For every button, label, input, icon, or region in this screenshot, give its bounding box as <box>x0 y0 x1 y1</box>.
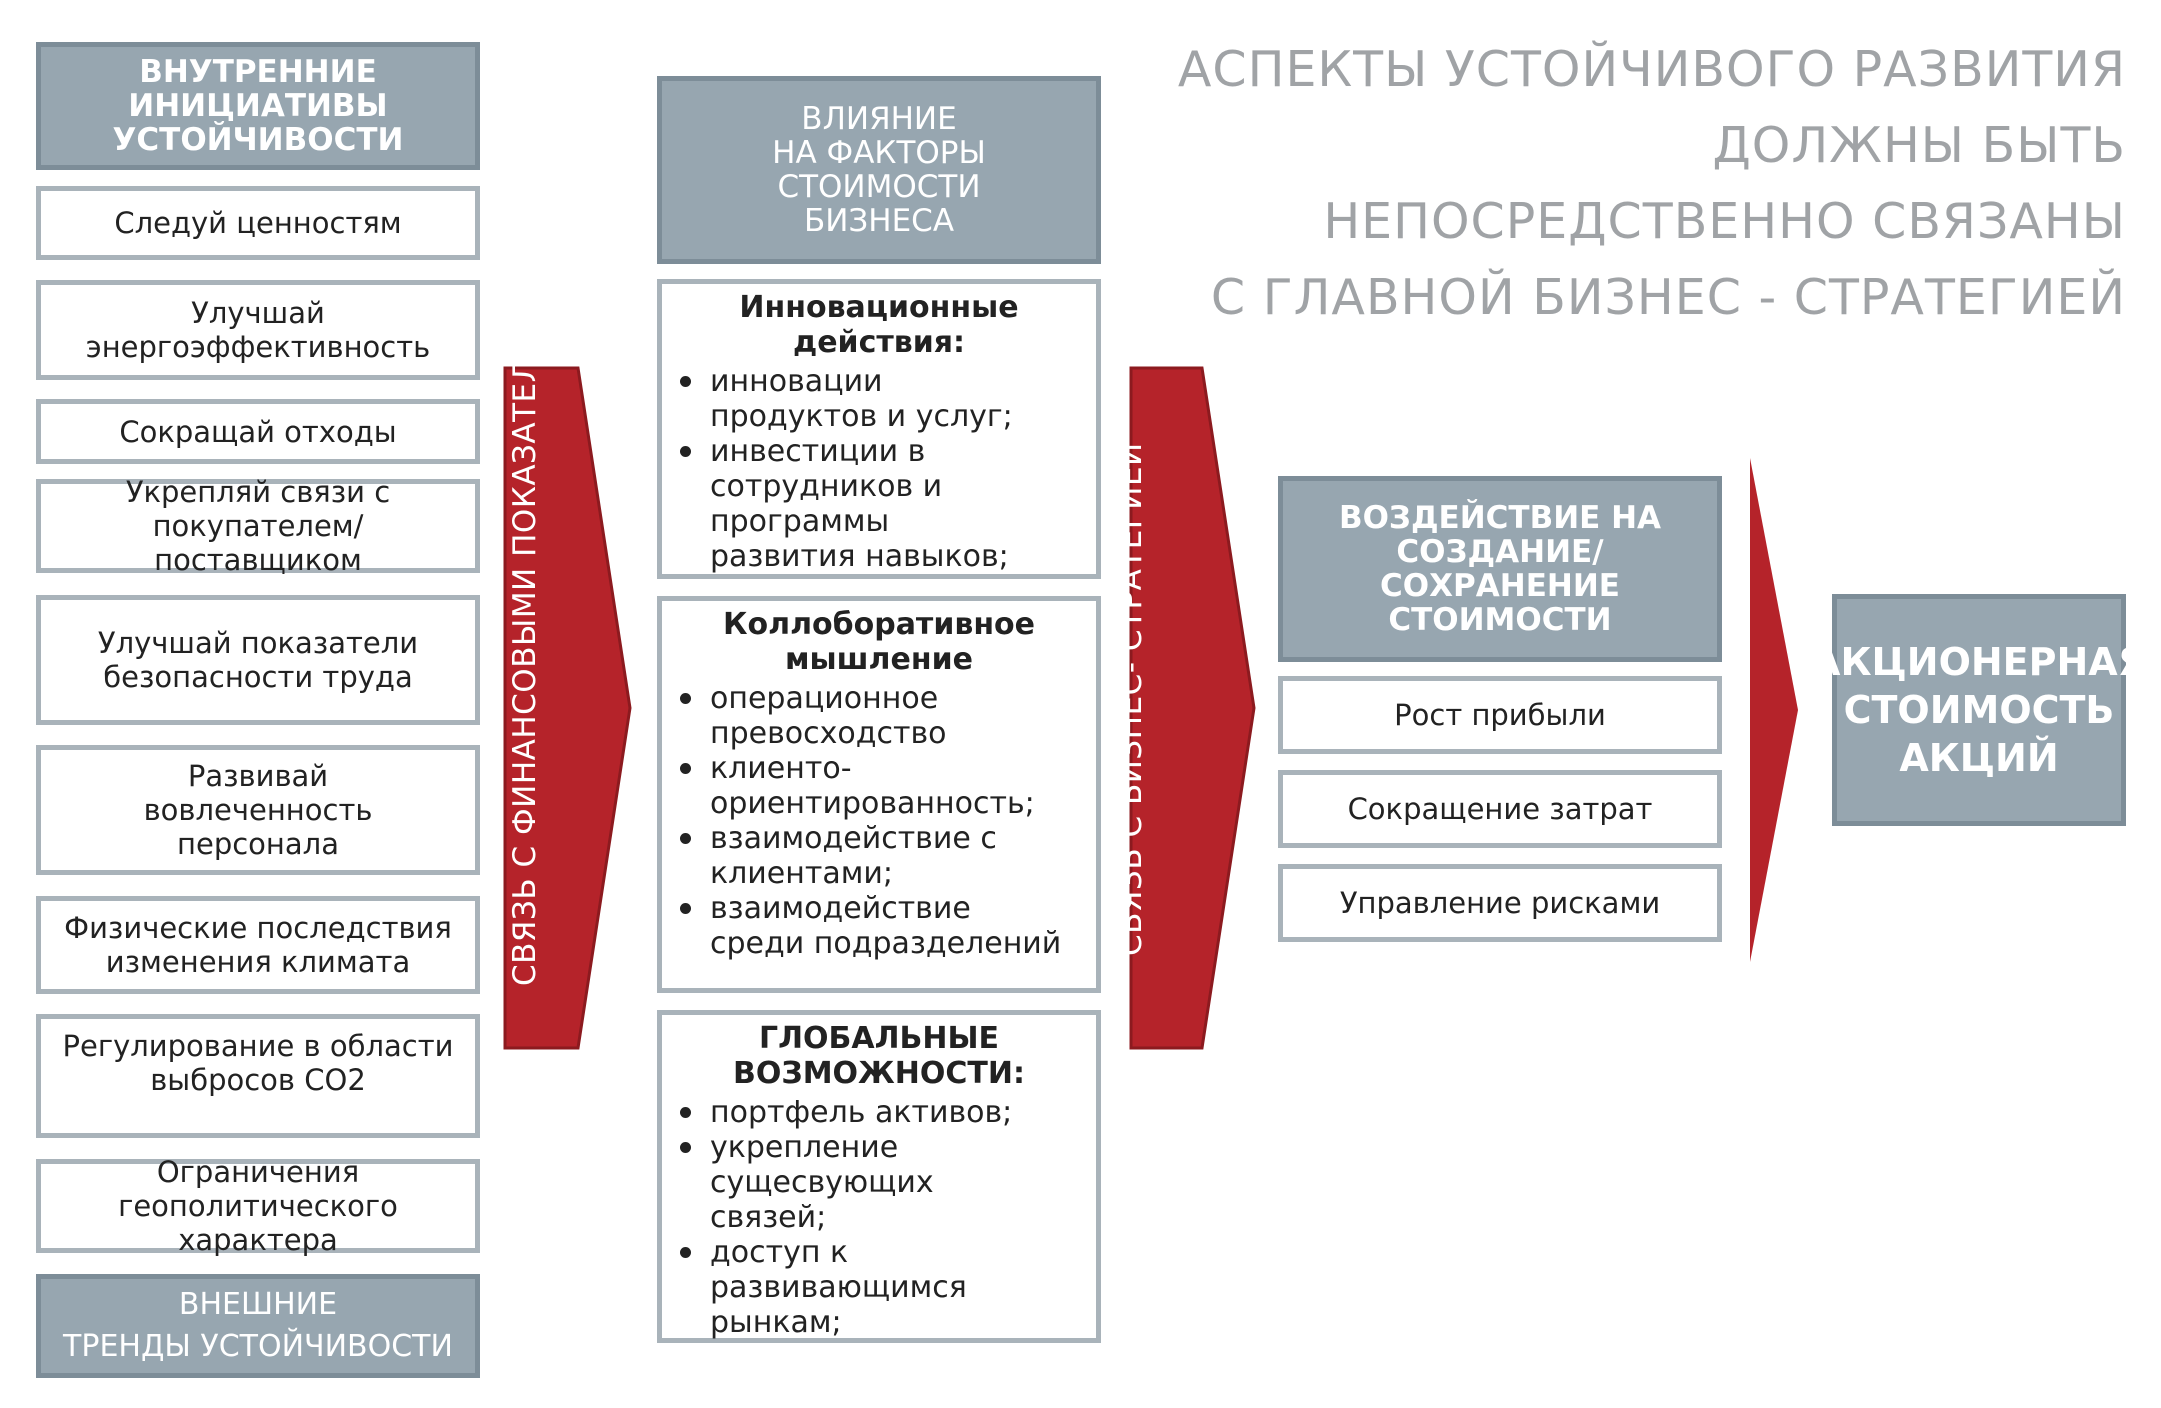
bullet-icon <box>680 903 691 914</box>
group-collaborative-title: Коллоборативное мышление <box>722 607 1036 677</box>
arrow-financial-label: СВЯЗЬ С ФИНАНСОВЫМИ ПОКАЗАТЕЛЯМИ <box>507 285 543 986</box>
list-item: клиенто- ориентированность; <box>680 751 1082 821</box>
left-item-safety: Улучшай показатели безопасности труда <box>36 595 480 725</box>
left-item-waste: Сокращай отходы <box>36 399 480 464</box>
internal-initiatives-header: ВНУТРЕННИЕ ИНИЦИАТИВЫ УСТОЙЧИВОСТИ <box>36 42 480 170</box>
external-trends-footer: ВНЕШНИЕ ТРЕНДЫ УСТОЙЧИВОСТИ <box>36 1274 480 1378</box>
group-innovation: Инновационные действия: инновации продук… <box>657 279 1101 579</box>
bullet-icon <box>680 1107 691 1118</box>
list-item: взаимодействие среди подразделений <box>680 891 1082 961</box>
group-global: ГЛОБАЛЬНЫЕ ВОЗМОЖНОСТИ: портфель активов… <box>657 1010 1101 1343</box>
bullet-icon <box>680 1247 691 1258</box>
value-drivers-header: ВЛИЯНИЕ НА ФАКТОРЫ СТОИМОСТИ БИЗНЕСА <box>657 76 1101 264</box>
list-item: укрепление сущесвующих связей; <box>680 1130 1082 1235</box>
list-item: инновации продуктов и услуг; <box>680 364 1082 434</box>
value-item-profit: Рост прибыли <box>1278 676 1722 754</box>
left-item-relations: Укрепляй связи с покупателем/ поставщико… <box>36 475 480 577</box>
value-item-costs: Сокращение затрат <box>1278 770 1722 848</box>
group-collaborative: Коллоборативное мышление операционное пр… <box>657 596 1101 993</box>
left-item-values: Следуй ценностям <box>36 186 480 260</box>
value-impact-header: ВОЗДЕЙСТВИЕ НА СОЗДАНИЕ/ СОХРАНЕНИЕ СТОИ… <box>1278 476 1722 662</box>
left-item-co2: Регулирование в области выбросов СО2 <box>36 1014 480 1138</box>
title-line-2: ДОЛЖНЫ БЫТЬ <box>1712 117 2126 174</box>
list-item: инвестиции в сотрудников и программы раз… <box>680 434 1082 574</box>
group-global-title: ГЛОБАЛЬНЫЕ ВОЗМОЖНОСТИ: <box>733 1021 1025 1091</box>
shareholder-value-box: АКЦИОНЕРНАЯ СТОИМОСТЬ АКЦИЙ <box>1811 594 2147 826</box>
value-item-risks: Управление рисками <box>1278 864 1722 942</box>
left-item-geopolitics: Ограничения геополитического характера <box>36 1155 480 1257</box>
group-innovation-title: Инновационные действия: <box>739 290 1019 360</box>
list-item: взаимодействие с клиентами; <box>680 821 1082 891</box>
arrow-strategy-label: СВЯЗЬ С БИЗНЕС- СТРАТЕГИЕЙ <box>1113 442 1149 956</box>
arrow-result-shape <box>1750 458 1798 962</box>
left-item-climate: Физические последствия изменения климата <box>36 896 480 994</box>
bullet-icon <box>680 446 691 457</box>
list-item: операционное превосходство <box>680 681 1082 751</box>
arrow-strategy-shape <box>1129 366 1256 1050</box>
bullet-icon <box>680 763 691 774</box>
bullet-icon <box>680 693 691 704</box>
bullet-icon <box>680 376 691 387</box>
left-item-engagement: Развивай вовлеченность персонала <box>36 745 480 875</box>
list-item: доступ к развивающимся рынкам; <box>680 1235 1082 1340</box>
bullet-icon <box>680 1142 691 1153</box>
bullet-icon <box>680 833 691 844</box>
title-line-1: АСПЕКТЫ УСТОЙЧИВОГО РАЗВИТИЯ <box>1177 41 2126 98</box>
list-item: портфель активов; <box>680 1095 1082 1130</box>
title-line-4: С ГЛАВНОЙ БИЗНЕС - СТРАТЕГИЕЙ <box>1210 269 2126 326</box>
arrow-financial-shape <box>503 366 632 1050</box>
title-line-3: НЕПОСРЕДСТВЕННО СВЯЗАНЫ <box>1323 193 2126 250</box>
left-item-energy: Улучшай энергоэффективность <box>36 280 480 380</box>
